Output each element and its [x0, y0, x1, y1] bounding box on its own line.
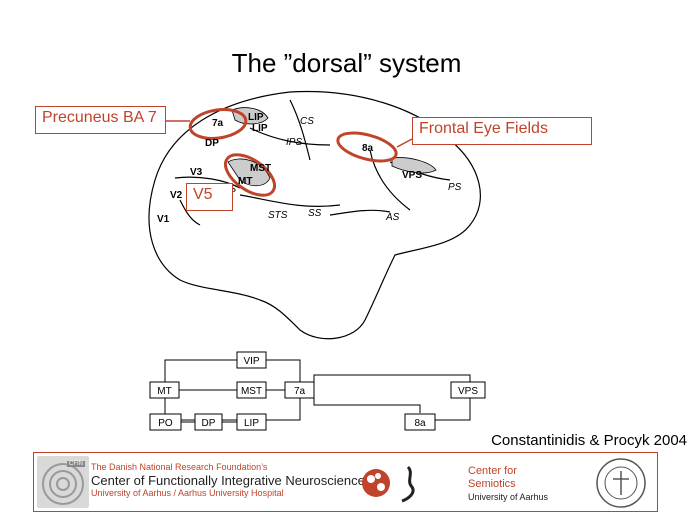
citation: Constantinidis & Procyk 2004 [491, 432, 687, 449]
sulcus-as [369, 149, 411, 211]
label-ips: IPS [286, 137, 302, 148]
flow-box-mst-rect [236, 381, 267, 399]
sulcus-sts [239, 194, 341, 207]
cfin-logo: CFIN [37, 456, 89, 508]
highlight-mt-mst [224, 153, 276, 197]
callout-precuneus: Precuneus BA 7 [35, 106, 166, 134]
label-7a: 7a [212, 118, 224, 129]
label-v2: V2 [170, 190, 183, 201]
flow-box-vip: VIP [243, 356, 259, 367]
area-lip-shade [231, 107, 269, 125]
university-seal-icon [596, 458, 646, 508]
flow-box-mt: MT [157, 386, 171, 397]
flow-box-7a: 7a [294, 386, 306, 397]
footer-line3: University of Aarhus / Aarhus University… [91, 488, 284, 498]
callout-v5: V5 [186, 183, 233, 211]
spiral-icon [42, 463, 84, 505]
flow-box-dp: DP [202, 418, 216, 429]
area-mt-shade [227, 158, 271, 187]
semiotics-block: Center for Semiotics University of Aarhu… [468, 465, 558, 504]
flow-box-lip: LIP [244, 418, 259, 429]
flow-box-dp-rect [194, 413, 223, 431]
label-ss: SS [308, 208, 322, 219]
semiotics-line2: Semiotics [468, 478, 516, 490]
sulcus-occ [179, 199, 201, 226]
label-dp: DP [205, 138, 219, 149]
label-v1: V1 [157, 214, 170, 225]
area-vps-shade [391, 157, 437, 174]
flow-box-po-rect [149, 413, 182, 431]
flow-box-mt-rect [149, 381, 180, 399]
semiotics-line1: Center for [468, 465, 517, 477]
label-ps: PS [448, 182, 462, 193]
dots-logo-icon [362, 465, 415, 503]
label-as: AS [385, 212, 400, 223]
flow-box-7a-rect [284, 381, 315, 399]
sulcus-ips [249, 127, 331, 146]
label-lip: LIP [252, 123, 268, 134]
footer-line2: Center of Functionally Integrative Neuro… [91, 473, 365, 488]
cfin-tag: CFIN [67, 461, 85, 467]
slide-title: The ”dorsal” system [231, 48, 462, 78]
flow-box-8a: 8a [414, 418, 426, 429]
connector-fef [396, 138, 413, 148]
flow-box-lip-rect [236, 413, 267, 431]
label-8a: 8a [362, 143, 374, 154]
flow-box-8a-rect [404, 413, 436, 431]
callout-frontal-eye-fields: Frontal Eye Fields [412, 117, 592, 145]
sulcus-cs [289, 99, 311, 161]
highlight-8a [336, 131, 398, 163]
footer-line1: The Danish National Research Foundation’… [91, 462, 268, 472]
footer-banner: CFIN The Danish National Research Founda… [33, 452, 658, 512]
flow-box-vps-rect [450, 381, 486, 399]
label-mt: MT [238, 176, 252, 187]
highlight-7a [188, 108, 248, 140]
label-lip-top: LIP [248, 112, 264, 123]
flow-box-mst: MST [241, 386, 262, 397]
sulcus-ls [174, 176, 241, 189]
label-v3: V3 [190, 167, 203, 178]
flow-box-vps: VPS [458, 386, 478, 397]
flow-connections [164, 359, 471, 423]
flow-box-po: PO [158, 418, 173, 429]
semiotics-line3: University of Aarhus [468, 492, 549, 502]
flow-box-vip-rect [236, 351, 267, 369]
label-cs: CS [300, 116, 314, 127]
label-sts: STS [268, 210, 288, 221]
sulcus-ss [329, 209, 391, 216]
label-vps: VPS [402, 170, 422, 181]
label-mst: MST [250, 163, 271, 174]
